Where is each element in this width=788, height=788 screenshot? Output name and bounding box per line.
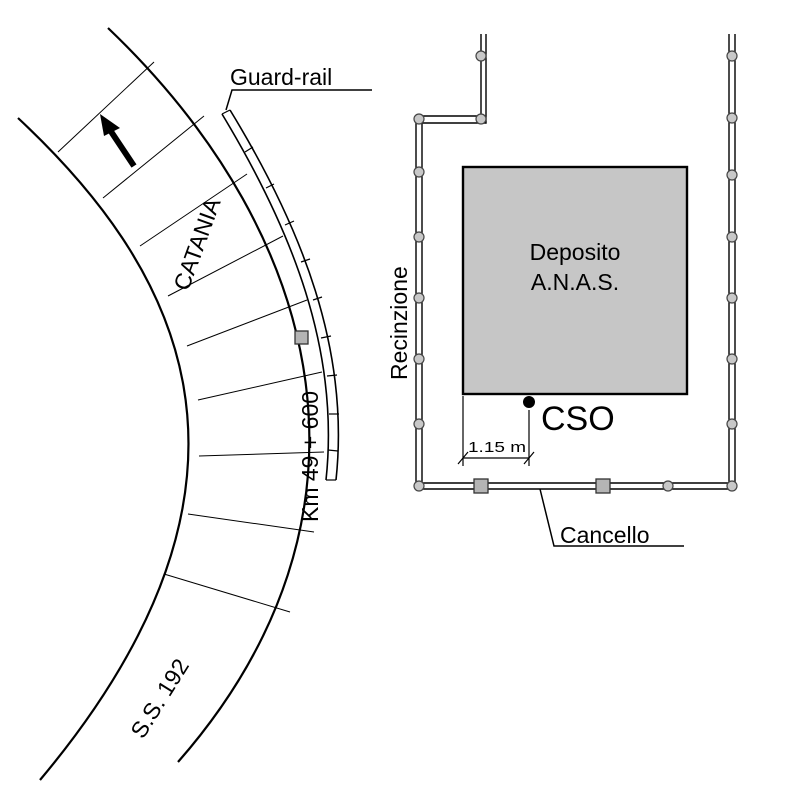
station-label: CSO	[541, 400, 615, 438]
fence-post	[726, 50, 738, 62]
fence-posts	[413, 50, 738, 492]
direction-arrow-icon	[100, 114, 137, 168]
fence-post	[413, 113, 425, 125]
road-label: S.S. 192	[125, 654, 194, 743]
fence-post	[726, 418, 738, 430]
fence-post	[475, 50, 487, 62]
km-marker-label: Km 49 + 600	[297, 391, 323, 522]
fence-post	[726, 231, 738, 243]
road-inner-edge	[17, 117, 190, 781]
fence-post	[413, 231, 425, 243]
fence	[415, 34, 736, 490]
gate-hinge-icon	[473, 478, 489, 494]
fence-post	[726, 169, 738, 181]
fence-post	[413, 418, 425, 430]
road-outer-edge	[107, 27, 311, 763]
station-dot-icon	[523, 396, 535, 408]
fence-post	[726, 112, 738, 124]
fence-post	[413, 292, 425, 304]
fence-post	[726, 480, 738, 492]
road-segment-marks	[57, 61, 325, 613]
fence-label: Recinzione	[386, 266, 412, 380]
depot-building	[461, 165, 689, 396]
fence-post	[726, 353, 738, 365]
guard-rail-label: Guard-rail	[230, 64, 332, 90]
distance-dimension	[457, 396, 535, 466]
fence-post	[413, 353, 425, 365]
direction-label: CATANIA	[168, 194, 226, 294]
depot-label-line2: A.N.A.S.	[531, 269, 619, 295]
km-marker-icon	[294, 330, 309, 345]
distance-label: 1.15 m	[468, 439, 526, 456]
fence-post	[726, 292, 738, 304]
fence-post	[413, 480, 425, 492]
guard-rail-leader	[225, 89, 372, 111]
gate-label: Cancello	[560, 522, 650, 548]
gate-leader	[539, 488, 684, 547]
fence-post	[413, 166, 425, 178]
fence-post	[662, 480, 674, 492]
fence-post	[475, 113, 487, 125]
gate-hinge-icon	[595, 478, 611, 494]
guard-rail	[221, 109, 340, 481]
depot-label-line1: Deposito	[530, 239, 621, 265]
